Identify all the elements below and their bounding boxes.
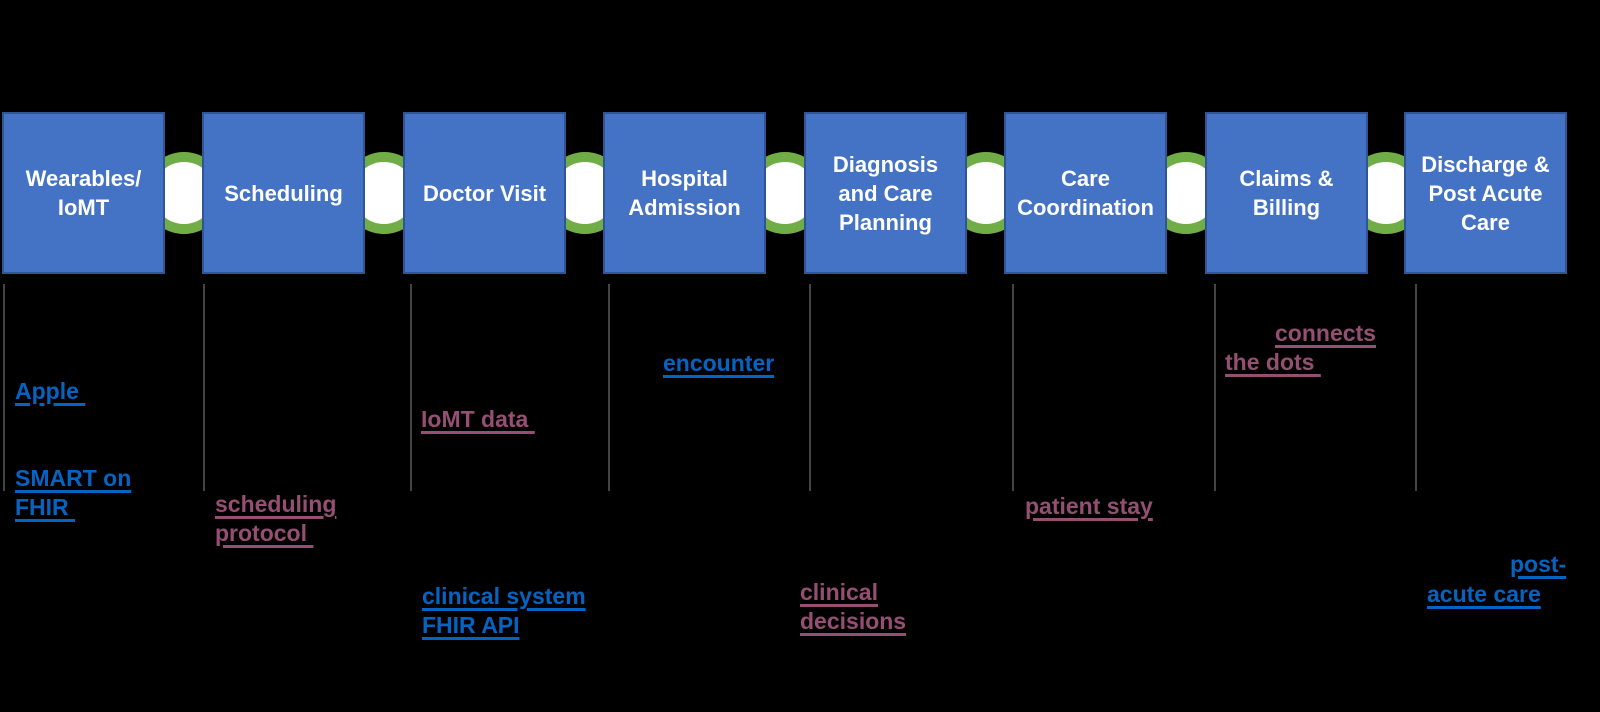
link-clinical-system-fhir-api[interactable]: clinical system FHIR API <box>422 583 586 638</box>
leader-line <box>1415 284 1417 491</box>
stage-label: Claims & Billing <box>1239 166 1334 220</box>
link-post-acute-care[interactable]: acute care <box>1427 581 1541 607</box>
link-connects-the-dots[interactable]: connects <box>1275 320 1376 346</box>
link-scheduling-protocol[interactable]: scheduling protocol <box>215 491 337 546</box>
link-connects-the-dots[interactable]: the dots <box>1225 349 1321 375</box>
stage-box-diagnosis-care-planning: Diagnosis and Care Planning <box>804 112 967 274</box>
stage-box-claims-billing: Claims & Billing <box>1205 112 1368 274</box>
leader-line <box>608 284 610 491</box>
stage-box-discharge-post-acute-care: Discharge & Post Acute Care <box>1404 112 1567 274</box>
leader-line <box>3 284 5 491</box>
link-patient-stay[interactable]: patient stay <box>1025 493 1153 519</box>
leader-line <box>203 284 205 491</box>
link-smart-on-fhir[interactable]: SMART on FHIR <box>15 465 132 520</box>
stage-box-scheduling: Scheduling <box>202 112 365 274</box>
stage-label: Care Coordination <box>1017 166 1154 220</box>
stage-box-hospital-admission: Hospital Admission <box>603 112 766 274</box>
link-clinical-decisions[interactable]: clinical decisions <box>800 579 907 634</box>
stage-label: Hospital Admission <box>628 166 741 220</box>
stage-label: Wearables/ IoMT <box>25 166 142 220</box>
link-encounter[interactable]: encounter <box>663 350 775 376</box>
leader-line <box>809 284 811 491</box>
stage-box-care-coordination: Care Coordination <box>1004 112 1167 274</box>
stage-label: Doctor Visit <box>422 180 547 206</box>
link-apple[interactable]: Apple <box>15 378 86 404</box>
leader-line <box>1012 284 1014 491</box>
link-post-acute-care[interactable]: post- <box>1510 551 1567 577</box>
link-iomt-data[interactable]: IoMT data <box>421 406 535 432</box>
stage-label: Discharge & Post Acute Care <box>1421 151 1550 235</box>
stage-label: Scheduling <box>224 180 343 206</box>
stage-label: Diagnosis and Care Planning <box>832 151 939 235</box>
stage-box-doctor-visit: Doctor Visit <box>403 112 566 274</box>
leader-line <box>1214 284 1216 491</box>
leader-line <box>410 284 412 491</box>
stage-box-wearables-iomt: Wearables/ IoMT <box>2 112 165 274</box>
